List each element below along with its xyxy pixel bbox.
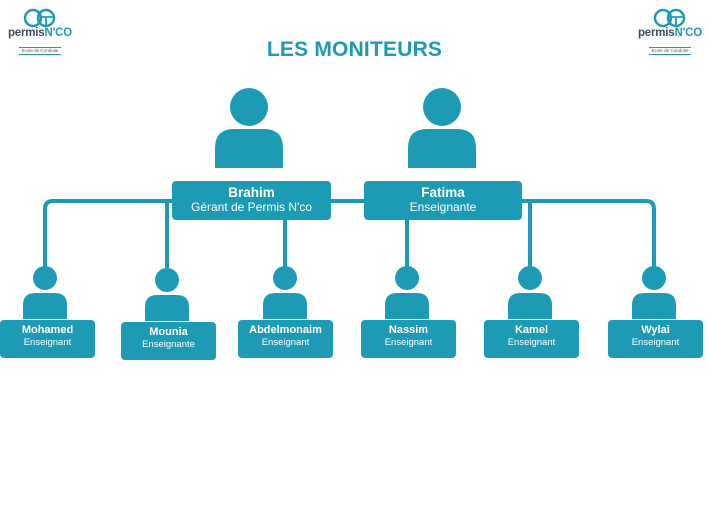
teacher-name: Mohamed bbox=[21, 324, 74, 336]
teacher-name: Wylai bbox=[641, 324, 670, 336]
logo-brand: permisN'CO bbox=[7, 27, 72, 39]
teacher-role: Enseignant bbox=[507, 337, 556, 348]
logo-right: permisN'CO Ecole de Conduite bbox=[634, 8, 706, 57]
teacher-person-icon bbox=[385, 266, 429, 319]
teacher-role: Enseignant bbox=[261, 337, 310, 348]
manager-card-brahim: Brahim Gérant de Permis N'co bbox=[172, 181, 331, 220]
teacher-role: Enseignante bbox=[142, 339, 195, 350]
manager-role: Enseignante bbox=[409, 200, 477, 214]
teacher-role: Enseignant bbox=[384, 337, 433, 348]
teacher-name: Abdelmonaim bbox=[249, 324, 322, 336]
connector-line bbox=[43, 199, 172, 268]
teacher-card-wylai: Wylai Enseignant bbox=[608, 320, 703, 358]
manager-2-person-icon bbox=[408, 88, 476, 168]
teacher-person-icon bbox=[263, 266, 307, 319]
logo-tagline: Ecole de Conduite bbox=[18, 47, 62, 55]
teacher-card-abdelmonaim: Abdelmonaim Enseignant bbox=[238, 320, 333, 358]
teacher-role: Enseignant bbox=[23, 337, 72, 348]
teacher-role: Enseignant bbox=[631, 337, 680, 348]
manager-name: Brahim bbox=[228, 185, 275, 200]
teacher-card-mohamed: Mohamed Enseignant bbox=[0, 320, 95, 358]
teacher-person-icon bbox=[145, 268, 189, 321]
connector-line bbox=[522, 199, 656, 268]
manager-card-fatima: Fatima Enseignante bbox=[364, 181, 522, 220]
teacher-name: Mounia bbox=[149, 326, 188, 338]
manager-1-person-icon bbox=[215, 88, 283, 168]
teacher-name: Kamel bbox=[514, 324, 549, 336]
manager-name: Fatima bbox=[421, 185, 465, 200]
manager-role: Gérant de Permis N'co bbox=[190, 200, 312, 214]
teacher-person-icon bbox=[23, 266, 67, 319]
steering-wheel-logo-icon bbox=[653, 8, 686, 28]
logo-brand: permisN'CO bbox=[637, 27, 702, 39]
logo-left: permisN'CO Ecole de Conduite bbox=[4, 8, 76, 57]
steering-wheel-logo-icon bbox=[23, 8, 56, 28]
teacher-card-nassim: Nassim Enseignant bbox=[361, 320, 456, 358]
logo-tagline: Ecole de Conduite bbox=[648, 47, 692, 55]
teacher-card-kamel: Kamel Enseignant bbox=[484, 320, 579, 358]
teacher-person-icon bbox=[632, 266, 676, 319]
teacher-card-mounia: Mounia Enseignante bbox=[121, 322, 216, 360]
page-title: LES MONITEURS bbox=[266, 38, 443, 61]
teacher-name: Nassim bbox=[388, 324, 429, 336]
teacher-person-icon bbox=[508, 266, 552, 319]
